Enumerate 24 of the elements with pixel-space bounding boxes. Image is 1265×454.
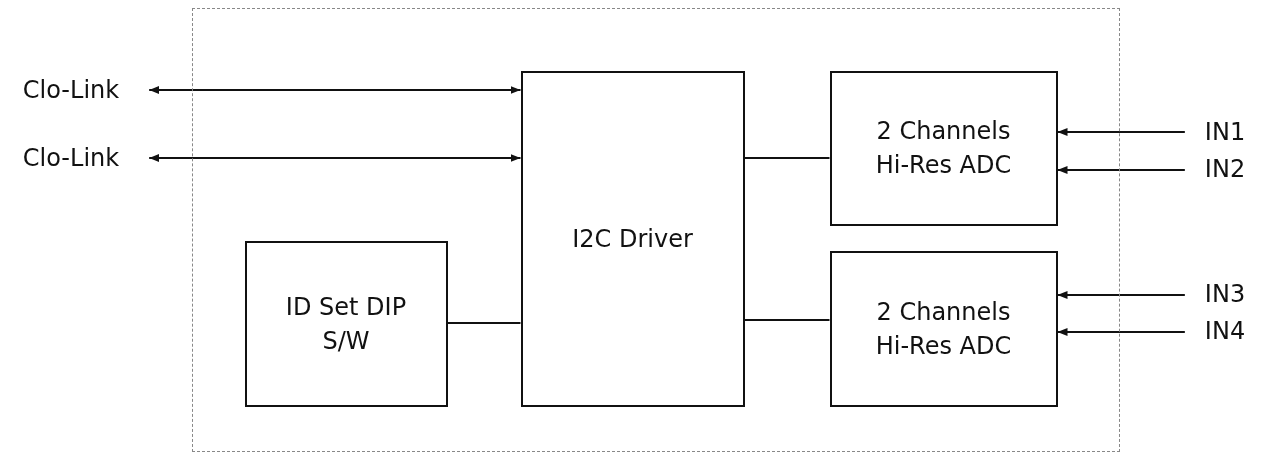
block-label: 2 Channels Hi-Res ADC <box>874 296 1013 362</box>
block-label: 2 Channels Hi-Res ADC <box>874 116 1013 181</box>
signal-label: IN1 <box>1204 117 1246 148</box>
arrow <box>148 86 522 94</box>
block-box <box>520 70 745 407</box>
block-box <box>829 250 1058 407</box>
block-label: ID Set DIP S/W <box>284 291 408 357</box>
connector-line <box>743 319 831 321</box>
arrow <box>1056 128 1186 136</box>
block-label: I2C Driver <box>572 223 693 255</box>
arrow <box>1056 166 1186 174</box>
signal-label: Clo-Link <box>22 143 120 174</box>
dashed-boundary-box <box>192 8 1120 452</box>
block-box <box>244 240 448 407</box>
signal-label: Clo-Link <box>22 75 120 106</box>
arrow <box>1056 291 1186 299</box>
signal-label: IN4 <box>1204 316 1246 347</box>
connector-line <box>446 322 522 324</box>
signal-label: IN3 <box>1204 279 1246 310</box>
arrow <box>148 154 522 162</box>
block-box <box>829 70 1058 226</box>
arrow <box>1056 328 1186 336</box>
connector-line <box>743 157 831 159</box>
signal-label: IN2 <box>1204 154 1246 185</box>
